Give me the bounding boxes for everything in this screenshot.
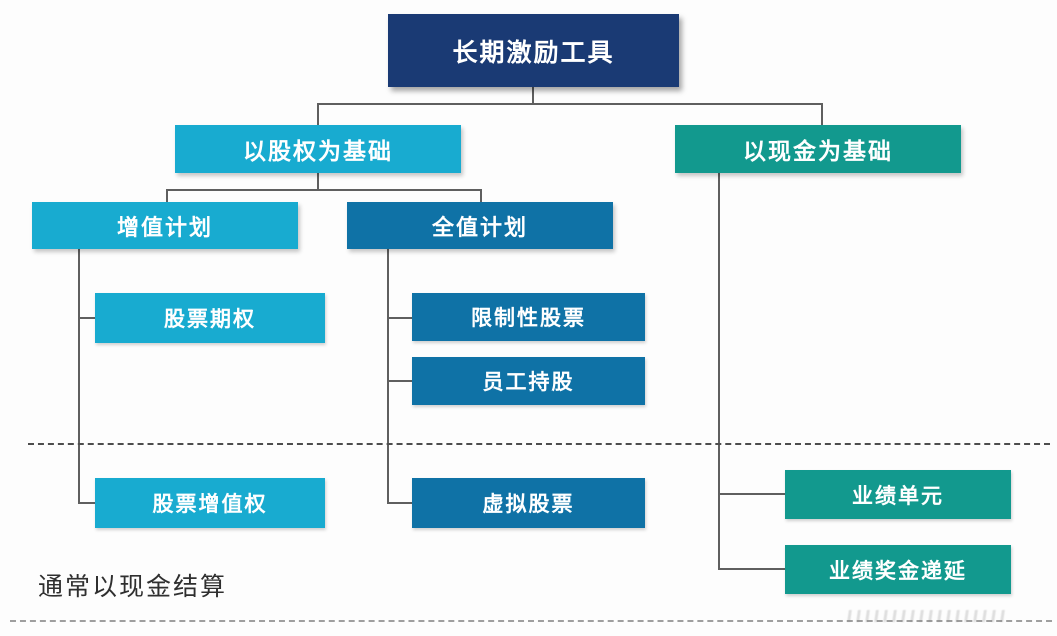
node-appreciation-plan: 增值计划 — [32, 202, 298, 249]
connector — [317, 103, 319, 125]
node-restricted-stock: 限制性股票 — [412, 293, 645, 341]
bottom-dashed-separator — [10, 620, 1052, 622]
connector — [317, 103, 823, 105]
connector — [78, 317, 95, 319]
connector — [387, 249, 389, 504]
node-full-value-plan: 全值计划 — [347, 202, 613, 249]
connector — [166, 189, 168, 202]
node-stock-option: 股票期权 — [95, 293, 325, 343]
connector — [480, 189, 482, 202]
node-employee-ownership: 员工持股 — [412, 357, 645, 405]
watermark — [847, 610, 1011, 622]
connector — [317, 173, 319, 190]
connector — [78, 249, 80, 504]
node-equity-based: 以股权为基础 — [175, 125, 461, 173]
connector — [718, 173, 720, 570]
node-root: 长期激励工具 — [388, 14, 679, 87]
node-cash-based: 以现金为基础 — [675, 125, 961, 173]
connector — [718, 493, 785, 495]
node-performance-bonus-deferral: 业绩奖金递延 — [785, 545, 1011, 594]
connector — [387, 317, 412, 319]
node-phantom-stock: 虚拟股票 — [412, 478, 645, 528]
mid-dashed-separator — [28, 443, 1050, 445]
connector — [166, 189, 482, 191]
connector — [78, 502, 95, 504]
connector — [387, 380, 412, 382]
connector — [718, 568, 785, 570]
node-stock-appreciation-right: 股票增值权 — [95, 478, 325, 528]
connector — [387, 502, 412, 504]
connector — [821, 103, 823, 125]
node-performance-unit: 业绩单元 — [785, 470, 1011, 519]
connector — [532, 87, 534, 104]
footnote-cash-settled: 通常以现金结算 — [38, 573, 228, 601]
